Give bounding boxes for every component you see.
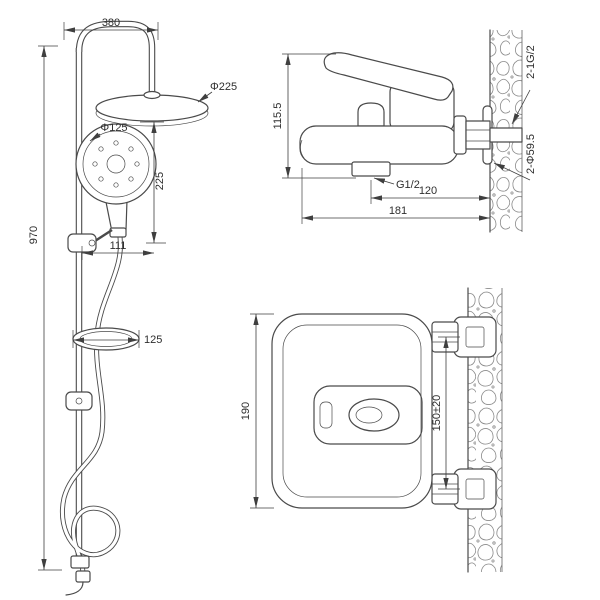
- mixer-side-view: 115.5 G1/2 120 181 2-1G/2 2-Φ59.5: [272, 29, 537, 233]
- hand-shower-handle: [105, 199, 128, 233]
- dim-dish-width: 125: [72, 330, 162, 348]
- label-hand-diameter: Φ125: [89, 122, 128, 142]
- aerator: [351, 161, 391, 177]
- hand-shower-center: [106, 154, 126, 174]
- connector-nut: [465, 120, 491, 150]
- dim-top-width-label: 380: [102, 17, 120, 29]
- hose-nut: [109, 227, 127, 238]
- holder-arm: [94, 228, 113, 243]
- escutcheon-bottom-inner: [465, 478, 485, 500]
- dim-hand-offset-label: 111: [110, 240, 127, 252]
- handle-notch: [319, 401, 333, 429]
- handle-oval-inner: [355, 406, 383, 424]
- mixer-front-view: 190 150±20: [240, 287, 503, 573]
- escutcheon-bottom: [453, 468, 497, 510]
- dim-total-reach: 181: [301, 168, 490, 224]
- label-hand-diameter-text: Φ125: [100, 122, 127, 134]
- label-outlet-thread-text: G1/2: [396, 179, 420, 191]
- dim-inlet-spacing: 150±20: [431, 336, 460, 490]
- shower-arm: [75, 20, 156, 98]
- diverter-knob: [357, 102, 385, 127]
- handle-plate-front: [313, 385, 423, 445]
- escutcheon-top-inner: [465, 326, 485, 348]
- dim-inlet-spacing-label: 150±20: [431, 395, 443, 432]
- spout-lip: [300, 139, 305, 159]
- shower-column-view: 380 970 225 111 125: [28, 17, 237, 596]
- label-escutcheon-diameter-text: 2-Φ59.5: [525, 134, 537, 174]
- dim-mixer-height-label: 115.5: [272, 103, 284, 130]
- connector-flange: [453, 115, 467, 155]
- dim-wall-to-outlet: 120: [370, 180, 490, 204]
- dim-hand-offset: 111: [81, 240, 154, 260]
- spout: [299, 125, 459, 165]
- dim-top-width: 380: [63, 17, 159, 40]
- mixer-handle-lever: [323, 52, 454, 101]
- hose-elbow-fitting: [75, 570, 91, 583]
- label-inlet-thread-text: 2-1G/2: [525, 45, 537, 79]
- dim-dish-width-label: 125: [144, 334, 162, 346]
- wall-bracket: [65, 391, 93, 411]
- eccentric-pipe: [489, 127, 523, 143]
- dim-mixer-height: 115.5: [272, 53, 356, 179]
- handle-oval: [348, 398, 400, 432]
- dim-front-height-label: 190: [240, 402, 252, 420]
- label-head-diameter: Φ225: [197, 81, 237, 103]
- dim-column-height: 970: [28, 45, 62, 571]
- label-outlet-thread: G1/2: [373, 177, 420, 191]
- label-head-diameter-text: Φ225: [210, 81, 237, 93]
- dim-column-height-label: 970: [28, 226, 40, 244]
- hand-shower-face: [75, 123, 157, 205]
- dim-front-height: 190: [240, 313, 274, 509]
- escutcheon-top: [453, 316, 497, 358]
- dim-head-drop: 225: [140, 121, 166, 244]
- shower-head-connector: [143, 90, 161, 100]
- dim-total-reach-label: 181: [389, 205, 407, 217]
- mixer-body-front-inner: [282, 324, 422, 498]
- slider-knob: [88, 239, 96, 247]
- hose-tail: [65, 581, 84, 596]
- mixer-body-front: [271, 313, 433, 509]
- dim-wall-to-outlet-label: 120: [419, 185, 437, 197]
- dim-head-drop-label: 225: [154, 172, 166, 190]
- label-inlet-thread: 2-1G/2: [511, 45, 537, 125]
- hand-shower-ring: [82, 130, 150, 198]
- hand-shower-nozzles: [92, 140, 140, 188]
- riser-inlet-fitting: [70, 555, 90, 569]
- label-escutcheon-diameter: 2-Φ59.5: [493, 134, 537, 181]
- wall-bracket-screw: [75, 397, 83, 405]
